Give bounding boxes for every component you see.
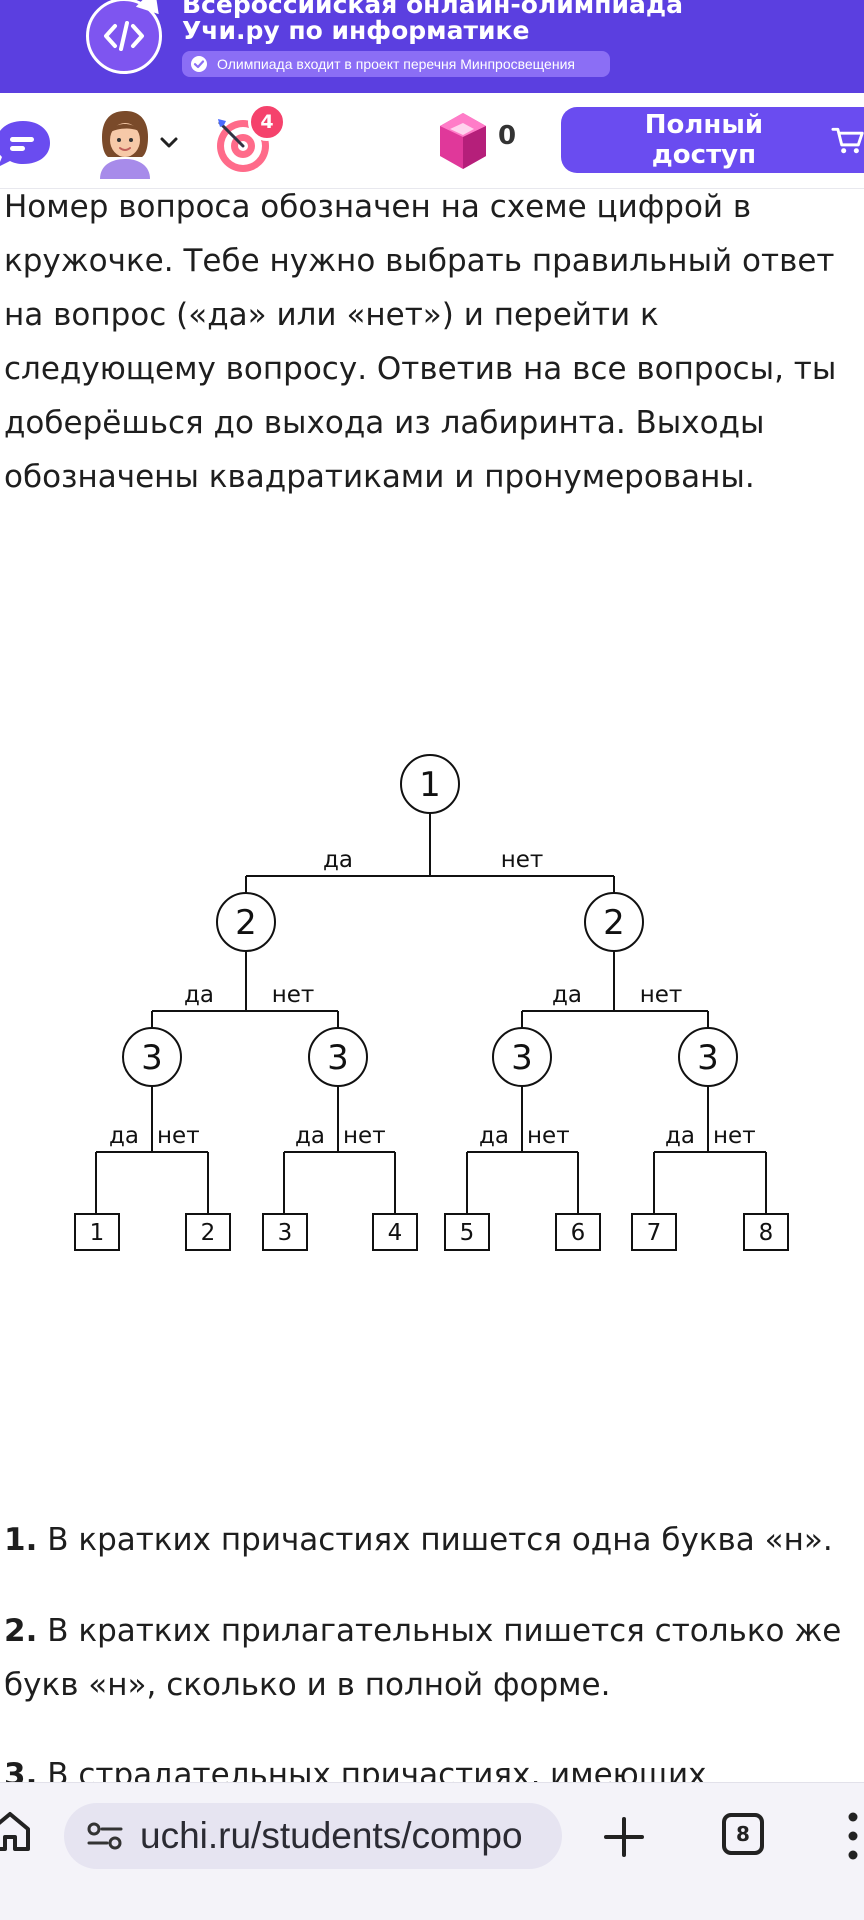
banner-title-line1: Всероссийская онлайн-олимпиада <box>182 0 683 19</box>
cart-icon <box>831 127 864 154</box>
branch-no-label: нет <box>640 982 683 1008</box>
avatar[interactable] <box>92 107 158 179</box>
banner-title-line2: Учи.ру по информатике <box>182 16 530 45</box>
tree-node-2: 2 <box>603 903 625 943</box>
browser-bottom-bar: uchi.ru/students/compo 8 <box>0 1782 864 1920</box>
exit-number: 1 <box>90 1220 105 1246</box>
gem-icon <box>440 113 486 169</box>
address-bar[interactable]: uchi.ru/students/compo <box>64 1803 562 1869</box>
intro-line: Номер вопроса обозначен на схеме цифрой … <box>4 189 752 225</box>
intro-line: доберёшься до выхода из лабиринта. Выход… <box>4 405 765 441</box>
full-access-label: Полный доступ <box>644 110 764 170</box>
branch-no-label: нет <box>157 1123 200 1149</box>
new-tab-plus-icon[interactable] <box>602 1815 646 1859</box>
branch-yes-label: да <box>479 1123 509 1149</box>
full-access-button[interactable]: Полный доступ <box>561 107 864 173</box>
exit-number: 4 <box>388 1220 403 1246</box>
tree-node-3: 3 <box>511 1038 533 1078</box>
branch-yes-label: да <box>295 1123 325 1149</box>
branch-yes-label: да <box>184 982 214 1008</box>
tree-node-3: 3 <box>141 1038 163 1078</box>
intro-line: обозначены квадратиками и пронумерованы. <box>4 459 755 495</box>
question-item: 1. В кратких причастиях пишется одна бук… <box>4 1513 833 1567</box>
banner-pill-text: Олимпиада входит в проект перечня Минпро… <box>217 56 575 72</box>
chevron-down-icon[interactable] <box>158 131 180 153</box>
branch-yes-label: да <box>665 1123 695 1149</box>
code-brackets-icon <box>86 0 167 74</box>
question-text: В кратких причастиях пишется одна буква … <box>47 1522 833 1558</box>
exit-number: 8 <box>759 1220 774 1246</box>
intro-line: кружочке. Тебе нужно выбрать правильный … <box>4 243 835 279</box>
home-icon[interactable] <box>0 1809 32 1853</box>
target-badge: 4 <box>248 103 286 141</box>
branch-no-label: нет <box>527 1123 570 1149</box>
olympiad-banner[interactable]: Всероссийская онлайн-олимпиада Учи.ру по… <box>0 0 864 93</box>
tree-node-3: 3 <box>697 1038 719 1078</box>
decision-tree-diagram: 1 2 2 3 3 3 3 да нет да нет да нет да не… <box>74 754 789 1251</box>
question-number: 1. <box>4 1522 38 1558</box>
branch-yes-label: да <box>323 847 353 873</box>
question-item: 2. В кратких прилагательных пишется стол… <box>4 1604 841 1658</box>
branch-yes-label: да <box>109 1123 139 1149</box>
branch-yes-label: да <box>552 982 582 1008</box>
tab-switcher-icon[interactable]: 8 <box>722 1813 764 1855</box>
question-text-line: букв «н», сколько и в полной форме. <box>4 1667 611 1703</box>
tree-node-3: 3 <box>327 1038 349 1078</box>
branch-no-label: нет <box>343 1123 386 1149</box>
branch-no-label: нет <box>272 982 315 1008</box>
intro-line: следующему вопросу. Ответив на все вопро… <box>4 351 837 387</box>
banner-pill: Олимпиада входит в проект перечня Минпро… <box>182 51 610 77</box>
question-number: 2. <box>4 1613 38 1649</box>
overflow-menu-icon[interactable] <box>842 1809 864 1863</box>
gems-count: 0 <box>498 121 517 151</box>
top-toolbar: 4 0 Полный доступ <box>0 93 864 189</box>
exit-number: 2 <box>201 1220 216 1246</box>
exit-number: 7 <box>647 1220 662 1246</box>
tree-node-1: 1 <box>419 765 441 805</box>
intro-line: на вопрос («да» или «нет») и перейти к <box>4 297 659 333</box>
chat-bubble-icon[interactable] <box>0 117 54 169</box>
tree-node-2: 2 <box>235 903 257 943</box>
branch-no-label: нет <box>501 847 544 873</box>
question-text: В кратких прилагательных пишется столько… <box>47 1613 842 1649</box>
exit-number: 5 <box>460 1220 475 1246</box>
verified-check-icon <box>191 56 207 72</box>
intro-text: Номер вопроса обозначен на схеме цифрой … <box>4 180 860 504</box>
site-settings-icon[interactable] <box>86 1821 124 1851</box>
exit-number: 6 <box>571 1220 586 1246</box>
url-text: uchi.ru/students/compo <box>140 1815 523 1856</box>
branch-no-label: нет <box>713 1123 756 1149</box>
exit-number: 3 <box>278 1220 293 1246</box>
